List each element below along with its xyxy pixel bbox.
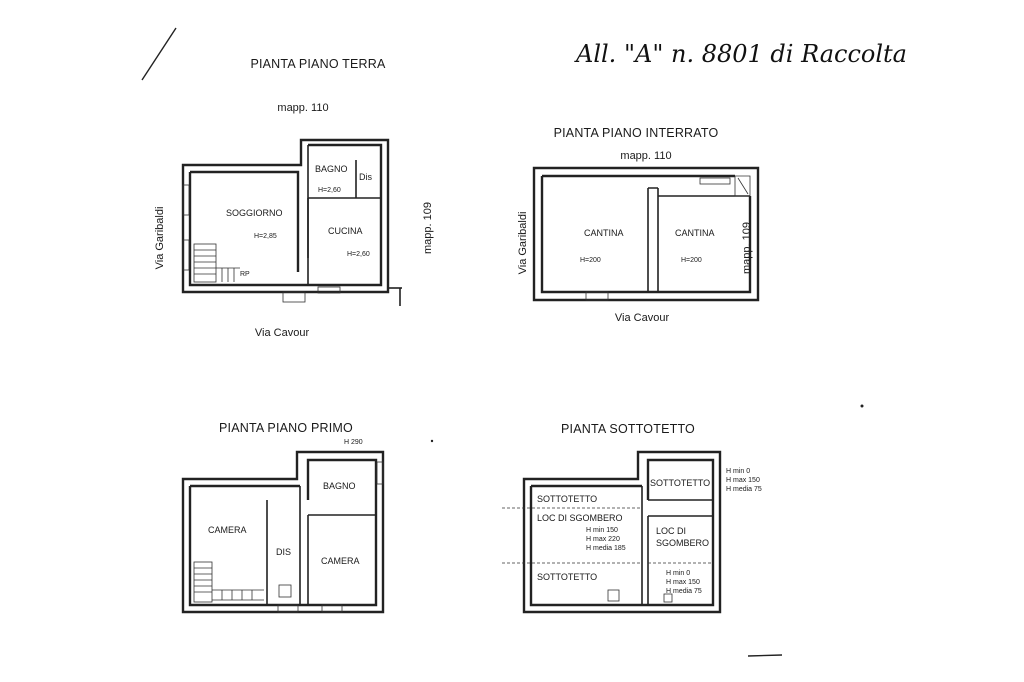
height-media: H media 75 <box>666 588 702 595</box>
room-label: LOC DI SGOMBERO <box>537 513 623 523</box>
window <box>317 286 341 294</box>
room-label: SOTTOTETTO <box>537 572 597 582</box>
room-label: SOTTOTETTO <box>537 494 597 504</box>
plan-attic: PIANTA SOTTOTETTO SOTTOTETTO LOC DI SGOM… <box>502 422 762 614</box>
inner-wall <box>529 458 715 607</box>
inner-wall <box>188 143 383 287</box>
plan-basement: PIANTA PIANO INTERRATO mapp. 110 mapp. 1… <box>517 126 760 324</box>
room-label: CANTINA <box>675 228 715 238</box>
partition-wall <box>641 486 713 605</box>
plan-title: PIANTA PIANO INTERRATO <box>554 126 719 140</box>
height-min: H min 0 <box>726 468 750 475</box>
parcel-label-top: mapp. 110 <box>620 150 671 162</box>
height-min: H min 0 <box>666 570 690 577</box>
partition-wall <box>299 486 376 605</box>
plan-first-floor: PIANTA PIANO PRIMO H 290 BAGNO CAMERA DI… <box>181 421 385 614</box>
room-label: CAMERA <box>208 525 247 535</box>
ink-dot <box>860 404 864 408</box>
window <box>699 177 731 185</box>
height-media: H media 75 <box>726 486 762 493</box>
room-label: BAGNO <box>323 481 356 491</box>
room-label: DIS <box>276 547 291 557</box>
building-outline <box>532 166 760 302</box>
street-label-left: Via Garibaldi <box>517 212 529 275</box>
building-outline <box>522 450 722 614</box>
room-height: H=2,60 <box>318 187 341 194</box>
chimney-flue <box>278 584 292 598</box>
height-max: H max 150 <box>666 579 700 586</box>
stair-label: RP <box>240 271 250 278</box>
parcel-label-side: mapp. 109 <box>422 202 434 254</box>
room-label: LOC DI <box>656 526 686 536</box>
plan-title: PIANTA PIANO PRIMO <box>219 421 353 435</box>
room-label: CANTINA <box>584 228 624 238</box>
room-height: H=2,85 <box>254 233 277 240</box>
height-max: H max 220 <box>586 536 620 543</box>
window <box>585 291 609 301</box>
window <box>182 184 190 216</box>
street-label-bottom: Via Cavour <box>615 312 670 324</box>
street-label-bottom: Via Cavour <box>255 327 310 339</box>
parcel-label-top: mapp. 110 <box>277 102 328 114</box>
partition-wall <box>647 187 659 292</box>
window <box>321 604 343 613</box>
room-height: H=200 <box>580 257 601 264</box>
room-label: SGOMBERO <box>656 538 709 548</box>
street-label-left: Via Garibaldi <box>154 207 166 270</box>
handwritten-reference: All. "A" n. 8801 di Raccolta <box>574 40 907 68</box>
plan-title: PIANTA SOTTOTETTO <box>561 422 695 436</box>
height-note: H 290 <box>344 439 363 446</box>
roof-hatch <box>663 593 673 603</box>
stair-shaft <box>734 175 751 197</box>
plan-ground-floor: PIANTA PIANO TERRA mapp. 110 mapp. 109 V… <box>154 57 434 339</box>
staircase <box>193 561 264 603</box>
room-label: SOGGIORNO <box>226 208 283 218</box>
height-media: H media 185 <box>586 545 626 552</box>
room-label: SOTTOTETTO <box>650 478 710 488</box>
pen-stroke <box>141 27 177 81</box>
room-label: CAMERA <box>321 556 360 566</box>
pen-stroke <box>747 654 783 657</box>
entrance-door <box>282 291 306 303</box>
room-label: Dis <box>359 172 372 182</box>
window <box>376 461 384 485</box>
window <box>182 239 190 271</box>
plan-title: PIANTA PIANO TERRA <box>250 57 386 71</box>
room-label: BAGNO <box>315 164 348 174</box>
height-max: H max 150 <box>726 477 760 484</box>
window <box>277 604 299 613</box>
building-outline <box>181 450 385 614</box>
height-min: H min 150 <box>586 527 618 534</box>
room-height: H=200 <box>681 257 702 264</box>
staircase <box>193 243 240 283</box>
inner-wall <box>188 458 378 607</box>
chimney-flue <box>607 589 620 602</box>
ink-dot <box>430 439 434 443</box>
inner-wall <box>540 174 752 294</box>
room-label: CUCINA <box>328 226 363 236</box>
room-height: H=2,60 <box>347 251 370 258</box>
building-outline <box>181 138 390 294</box>
